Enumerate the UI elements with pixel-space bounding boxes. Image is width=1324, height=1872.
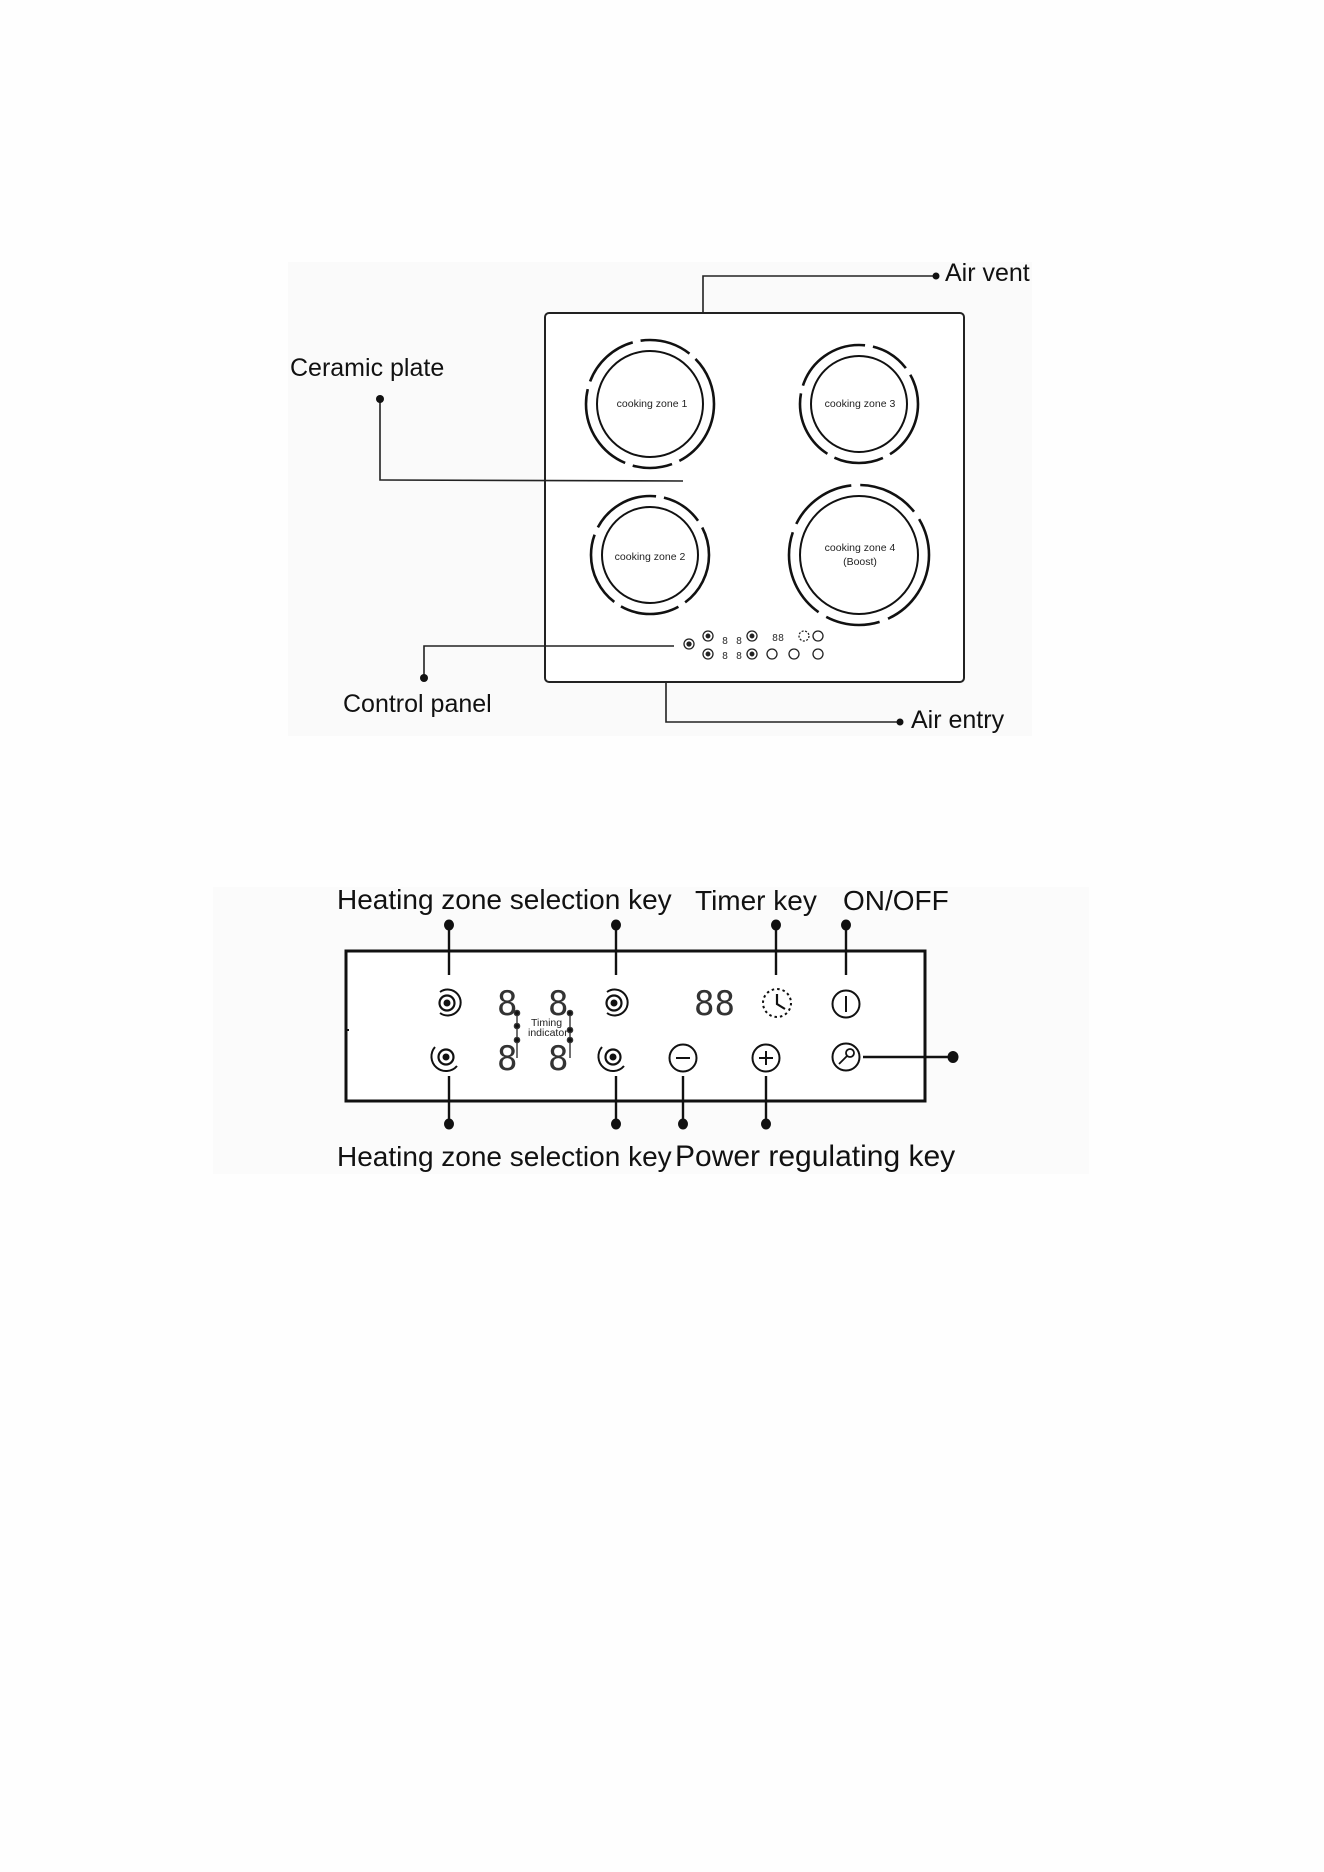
display-digit-top-left: 8 [497, 984, 517, 1024]
heating-zone-selection-bottom-label: Heating zone selection key [337, 1141, 672, 1173]
heating-zone-selection-top-label: Heating zone selection key [337, 884, 672, 916]
display-digit-bottom-right: 8 [548, 1039, 568, 1079]
onoff-label: ON/OFF [843, 885, 949, 917]
display-digit-bottom-left: 8 [497, 1039, 517, 1079]
timer-key-label: Timer key [695, 885, 817, 917]
control-panel-frame [346, 951, 925, 1101]
power-regulating-label: Power regulating key [675, 1140, 955, 1174]
timer-display: 88 [694, 984, 735, 1024]
timing-indicator-label-2: indicator [528, 1027, 568, 1039]
